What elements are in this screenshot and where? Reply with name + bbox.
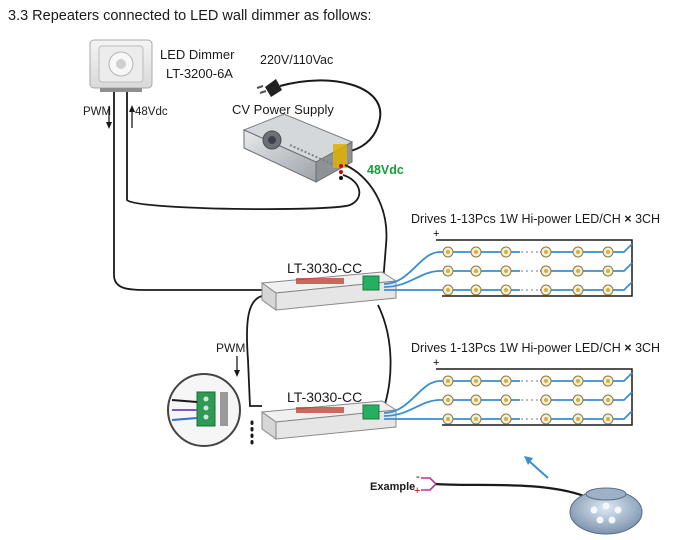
plus-sign: + bbox=[433, 228, 439, 240]
led-core bbox=[446, 288, 450, 292]
repeater-1-icon bbox=[260, 271, 398, 311]
led-channel-wire bbox=[383, 372, 633, 414]
led-core bbox=[544, 250, 548, 254]
led-channel-wire bbox=[384, 410, 633, 420]
pwm-down-arrowhead bbox=[234, 370, 240, 377]
power-supply-label: CV Power Supply bbox=[232, 102, 334, 117]
drives-text: Drives 1-13Pcs 1W Hi-power LED/CH bbox=[411, 212, 621, 226]
led-core bbox=[544, 288, 548, 292]
led-lamp-icon bbox=[569, 487, 643, 535]
example-label: Example bbox=[370, 481, 416, 493]
led-core bbox=[544, 269, 548, 273]
led-core bbox=[504, 250, 508, 254]
psu-vdc-label: 48Vdc bbox=[367, 163, 404, 177]
led-channel-wire bbox=[383, 243, 633, 285]
dimmer-name: LED Dimmer bbox=[160, 47, 235, 62]
wiring bbox=[113, 92, 392, 449]
led-core bbox=[576, 250, 580, 254]
led-core bbox=[576, 269, 580, 273]
led-bus-wire bbox=[436, 368, 633, 426]
power-supply-icon bbox=[242, 113, 354, 183]
vdc-arrow-icon bbox=[129, 105, 135, 128]
led-core bbox=[576, 379, 580, 383]
led-core bbox=[606, 269, 610, 273]
terminal-zoom-inset bbox=[167, 373, 241, 447]
led-core bbox=[544, 417, 548, 421]
multiply-icon: × bbox=[624, 212, 632, 226]
led-bus-wire bbox=[436, 239, 633, 297]
led-core bbox=[606, 250, 610, 254]
led-core bbox=[446, 417, 450, 421]
plus-sign: + bbox=[433, 357, 439, 369]
led-core bbox=[576, 417, 580, 421]
plug-icon bbox=[256, 79, 282, 97]
led-core bbox=[446, 269, 450, 273]
led-core bbox=[504, 269, 508, 273]
led-core bbox=[504, 398, 508, 402]
channels-text: 3CH bbox=[635, 341, 661, 355]
channels-text: 3CH bbox=[635, 212, 661, 226]
vdc-label: 48Vdc bbox=[135, 106, 168, 118]
repeater-2-icon bbox=[260, 400, 398, 440]
drives-text: Drives 1-13Pcs 1W Hi-power LED/CH bbox=[411, 341, 621, 355]
pwm-label-2: PWM bbox=[216, 341, 246, 355]
led-core bbox=[474, 379, 478, 383]
multiply-icon: × bbox=[624, 341, 632, 355]
led-group-2: + bbox=[383, 357, 633, 426]
led-core bbox=[504, 288, 508, 292]
led-channel-wire bbox=[383, 262, 633, 288]
led-core bbox=[576, 288, 580, 292]
led-core bbox=[606, 379, 610, 383]
led-core bbox=[504, 379, 508, 383]
dimmer-model: LT-3200-6A bbox=[166, 66, 233, 81]
drives-label-1: Drives 1-13Pcs 1W Hi-power LED/CH × 3CH bbox=[411, 212, 660, 226]
led-core bbox=[446, 250, 450, 254]
repeater-1-label: LT-3030-CC bbox=[287, 260, 363, 276]
section-heading: 3.3 Repeaters connected to LED wall dimm… bbox=[8, 8, 372, 24]
psu-terminals bbox=[339, 164, 343, 180]
led-channel-wire bbox=[383, 391, 633, 417]
repeater-2-label: LT-3030-CC bbox=[287, 389, 363, 405]
led-channel-wire bbox=[384, 281, 633, 291]
pwm-arrow-icon bbox=[106, 106, 112, 129]
mains-voltage-label: 220V/110Vac bbox=[260, 53, 334, 67]
led-core bbox=[576, 398, 580, 402]
led-core bbox=[606, 398, 610, 402]
pointer-arrow-icon bbox=[524, 456, 549, 479]
led-core bbox=[606, 417, 610, 421]
dimmer-panel-icon bbox=[89, 39, 153, 92]
led-core bbox=[474, 269, 478, 273]
svg-text:+: + bbox=[414, 485, 420, 497]
led-core bbox=[474, 398, 478, 402]
mains-cable bbox=[279, 79, 382, 153]
drives-label-2: Drives 1-13Pcs 1W Hi-power LED/CH × 3CH bbox=[411, 341, 660, 355]
led-core bbox=[544, 398, 548, 402]
led-core bbox=[474, 288, 478, 292]
led-core bbox=[504, 417, 508, 421]
led-core bbox=[474, 417, 478, 421]
led-core bbox=[446, 379, 450, 383]
led-core bbox=[606, 288, 610, 292]
example-led-wire: - + bbox=[414, 471, 585, 498]
led-group-1: + bbox=[383, 228, 633, 297]
pwm-label: PWM bbox=[83, 106, 112, 118]
svg-text:-: - bbox=[416, 471, 420, 483]
led-core bbox=[544, 379, 548, 383]
led-core bbox=[446, 398, 450, 402]
led-core bbox=[474, 250, 478, 254]
